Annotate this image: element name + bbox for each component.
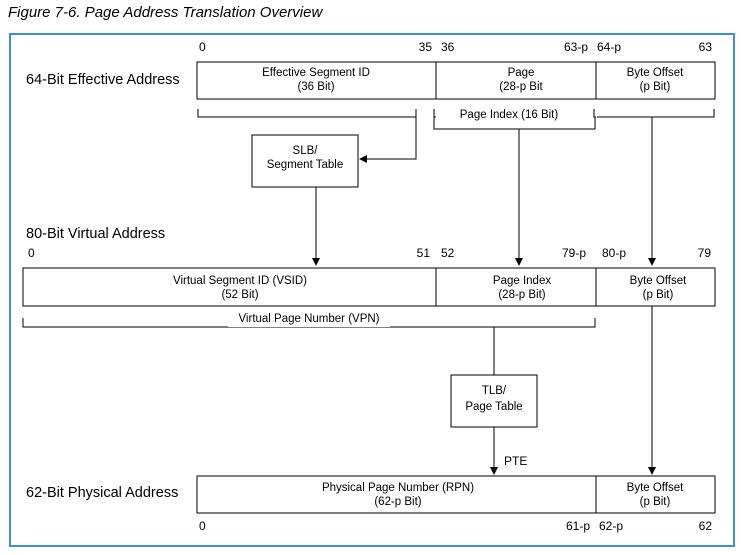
- effective-bit-63-p: 63-p: [564, 40, 588, 54]
- page-index-bracket-right-hook: [593, 109, 596, 118]
- effective-byte-offset-name: Byte Offset: [627, 67, 684, 79]
- effective-segment-id-name: Effective Segment ID: [262, 67, 370, 79]
- vsid-name: Virtual Segment ID (VSID): [173, 275, 307, 287]
- effective-page-field: [435, 61, 597, 100]
- effective-bit-36: 36: [441, 40, 455, 54]
- segment-table-label: Segment Table: [267, 159, 344, 171]
- vsid-field: [22, 267, 437, 307]
- virtual-page-index-size: (28-p Bit): [498, 289, 545, 301]
- virtual-bit-0: 0: [28, 246, 35, 260]
- page-index-label: Page Index (16 Bit): [460, 109, 559, 121]
- page-index-label-bg: [449, 105, 571, 122]
- effective-segment-id-size: (36 Bit): [297, 81, 334, 93]
- rpn-name: Physical Page Number (RPN): [322, 482, 474, 494]
- rpn-field: [196, 475, 597, 514]
- effective-bit-0: 0: [199, 40, 206, 54]
- virtual-page-index-field: [435, 267, 597, 307]
- effective-page-size: (28-p Bit: [499, 81, 543, 93]
- effective-segment-bracket: [197, 109, 417, 118]
- diagram-frame: [9, 33, 735, 547]
- effective-bit-63: 63: [699, 40, 713, 54]
- esid-to-slb-arrow: [359, 117, 417, 163]
- vsid-size: (52 Bit): [221, 289, 258, 301]
- vpn-label-bg: [228, 310, 390, 327]
- pte-label: PTE: [504, 454, 527, 468]
- virtual-byte-offset-size: (p Bit): [643, 289, 674, 301]
- virtual-bit-80-p: 80-p: [602, 246, 626, 260]
- virtual-byte-offset-name: Byte Offset: [630, 275, 687, 287]
- page-index-bracket-left-hook: [433, 109, 436, 118]
- effective-segment-id-field: [196, 61, 437, 100]
- effective-page-name: Page: [508, 67, 535, 79]
- virtual-bit-79-p: 79-p: [562, 246, 586, 260]
- effective-bit-35: 35: [419, 40, 433, 54]
- figure-caption: Figure 7-6. Page Address Translation Ove…: [8, 4, 323, 21]
- virtual-bit-52: 52: [441, 246, 455, 260]
- virtual-bit-51: 51: [417, 246, 431, 260]
- rpn-size: (62-p Bit): [374, 496, 421, 508]
- tlb-label: TLB/: [482, 385, 507, 397]
- effective-address-label: 64-Bit Effective Address: [26, 72, 180, 88]
- slb-segment-table-box: [251, 134, 359, 188]
- physical-address-label: 62-Bit Physical Address: [26, 485, 178, 501]
- vpn-label: Virtual Page Number (VPN): [238, 313, 379, 325]
- effective-byte-offset-field: [595, 61, 716, 100]
- physical-byte-offset-size: (p Bit): [640, 496, 671, 508]
- effective-offset-bracket: [597, 109, 715, 118]
- physical-bit-62: 62: [699, 519, 713, 533]
- physical-bit-61-p: 61-p: [566, 519, 590, 533]
- effective-byte-offset-size: (p Bit): [640, 81, 671, 93]
- virtual-byte-offset-field: [595, 267, 716, 307]
- effective-bit-64-p: 64-p: [597, 40, 621, 54]
- virtual-bit-79: 79: [698, 246, 712, 260]
- page-index-bracket: [433, 117, 596, 130]
- physical-byte-offset-field: [595, 475, 716, 514]
- physical-byte-offset-name: Byte Offset: [627, 482, 684, 494]
- virtual-page-index-name: Page Index: [493, 275, 551, 287]
- page-table-label: Page Table: [465, 401, 522, 413]
- physical-bit-0: 0: [199, 519, 206, 533]
- virtual-address-label: 80-Bit Virtual Address: [26, 226, 165, 242]
- slb-label: SLB/: [293, 145, 319, 157]
- physical-bit-62-p: 62-p: [599, 519, 623, 533]
